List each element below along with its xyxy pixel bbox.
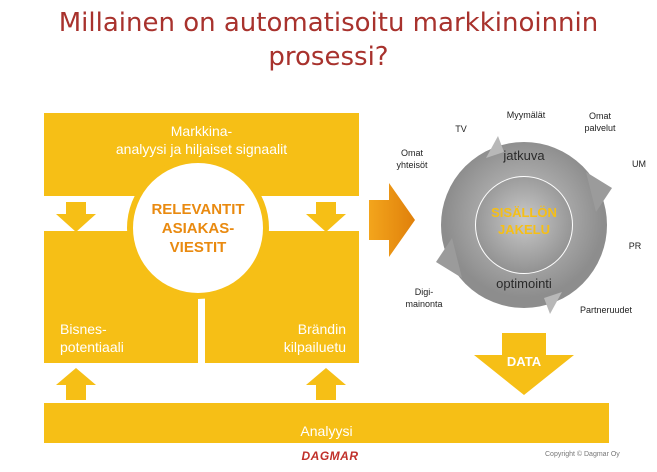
channel-tv: TV [455,124,467,134]
content-distribution-wheel [436,136,612,314]
copyright-text: Copyright © Dagmar Oy [545,451,620,458]
arrow-down-icon [306,202,346,232]
relevant-customer-messages-circle: RELEVANTIT ASIAKAS- VIESTIT [127,157,269,299]
arrow-down-icon [56,202,96,232]
market-analysis-label: Markkina- analyysi ja hiljaiset signaali… [115,123,288,157]
channel-own-services: Omat palvelut [584,111,616,133]
channel-digital-advertising: Digi- mainonta [405,287,443,309]
channel-stores: Myymälät [506,110,546,120]
page-title: Millainen on automatisoitu markkinoinnin… [58,8,599,72]
arrow-right-icon [369,183,415,257]
wheel-center-label: SISÄLLÖN JAKELU [491,205,557,237]
analysis-label: Analyysi [300,423,353,439]
relevant-customer-messages-label: RELEVANTIT ASIAKAS- VIESTIT [151,200,245,256]
data-label: DATA [506,354,542,369]
channel-pr: PR [628,241,642,251]
wheel-top-arc-label: jatkuva [503,148,545,163]
analysis-bar [44,403,609,443]
arrow-up-icon [306,368,346,400]
arrow-up-icon [56,368,96,400]
brand-advantage-label: Brändin kilpailuetu [283,321,346,355]
channel-partnerships: Partneruudet [579,305,633,315]
channel-um: UM [632,159,646,169]
channel-own-communities: Omat yhteisöt [396,148,428,170]
dagmar-logo: DAGMAR [301,449,359,463]
data-arrow-icon [474,333,574,395]
business-potential-label: Bisnes- potentiaali [60,321,124,355]
wheel-bottom-arc-label: optimointi [496,276,552,291]
